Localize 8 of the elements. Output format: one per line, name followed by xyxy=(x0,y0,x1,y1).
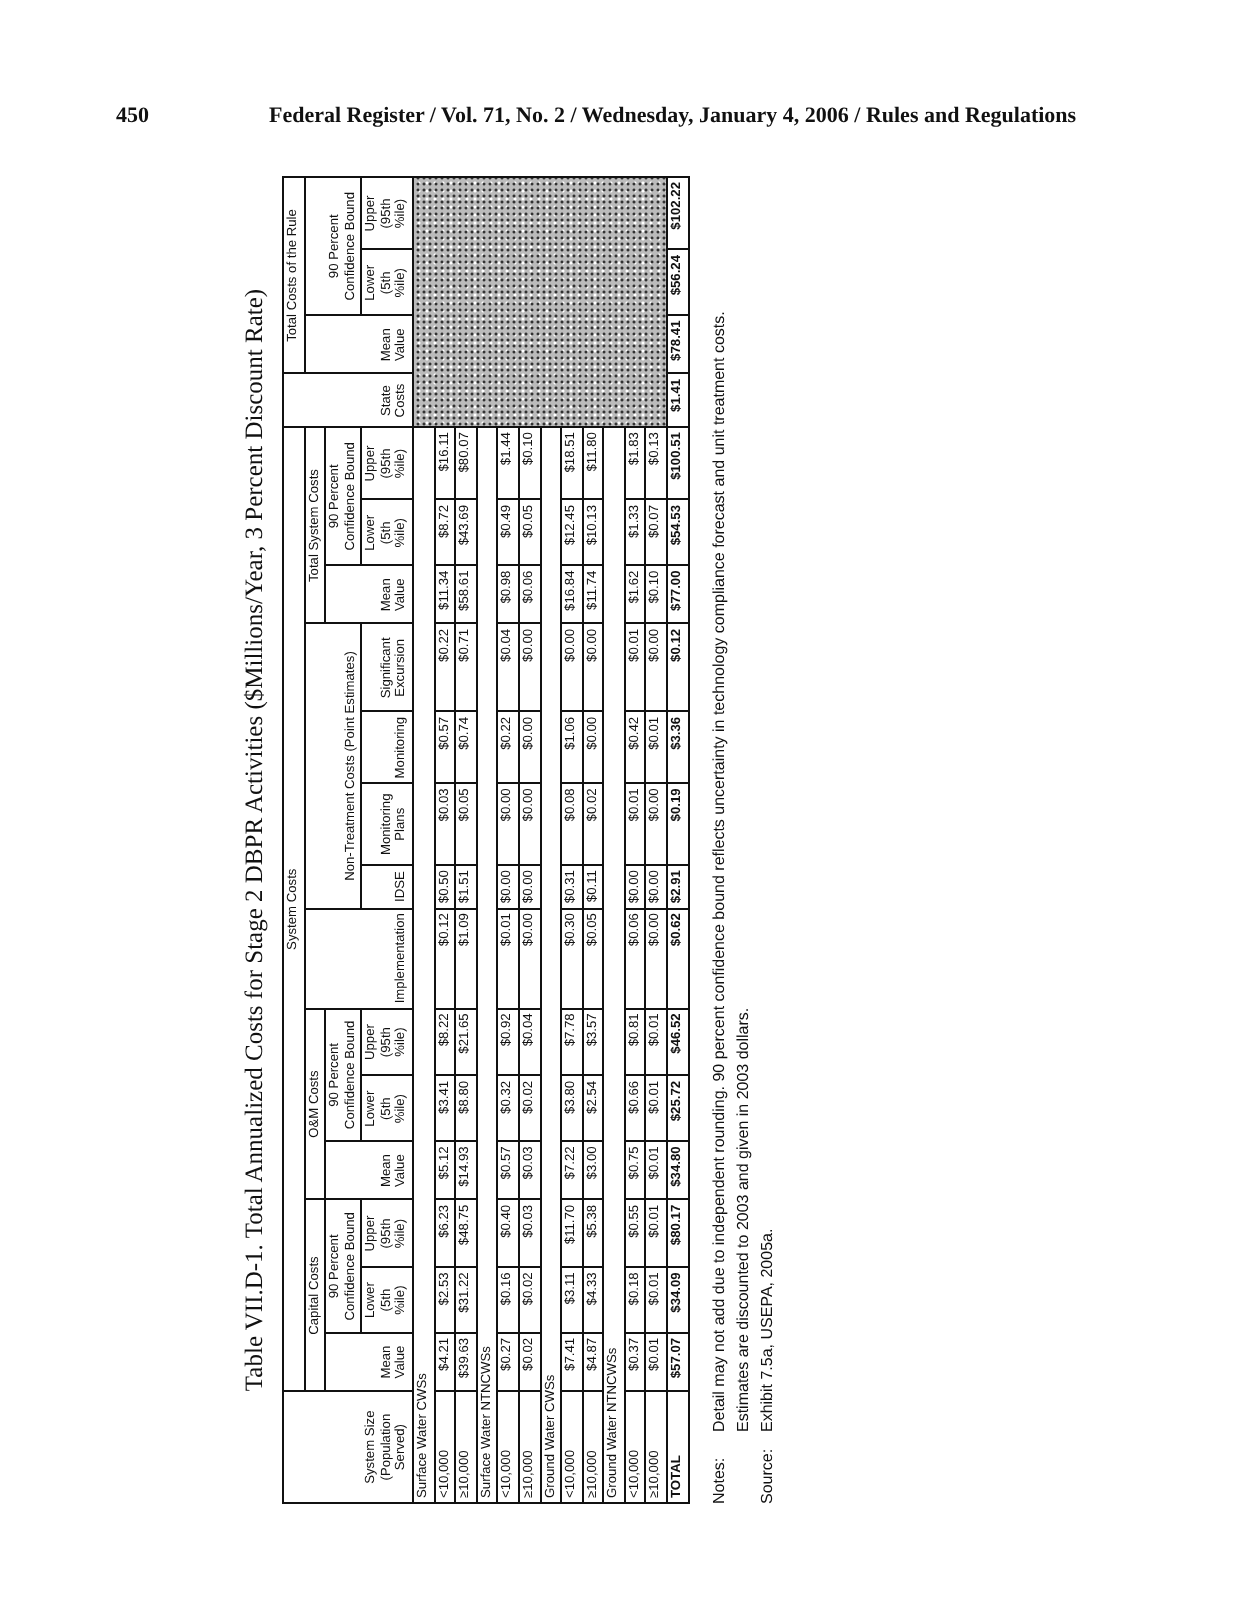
table-title: Table VII.D-1. Total Annualized Costs for Stage 2 DBPR Activities ($Millions/Year, 3 Percent Discount Rate) xyxy=(240,286,270,1396)
source-label: Source: xyxy=(757,1446,776,1504)
running-header: Federal Register / Vol. 71, No. 2 / Wednesday, January 4, 2006 / Rules and Regulations xyxy=(269,104,1077,128)
notes-label: Notes: xyxy=(709,1455,728,1504)
source-text: Exhibit 7.5a, USEPA, 2005a. xyxy=(757,1226,776,1432)
note-text: Estimates are discounted to 2003 and given in 2003 dollars. xyxy=(733,1005,752,1432)
note-text: Detail may not add due to independent rounding. 90 percent confidence bound reflects uncertainty in technology compliance forecast and unit treatment costs. xyxy=(709,309,728,1432)
page-number: 450 xyxy=(116,104,149,128)
